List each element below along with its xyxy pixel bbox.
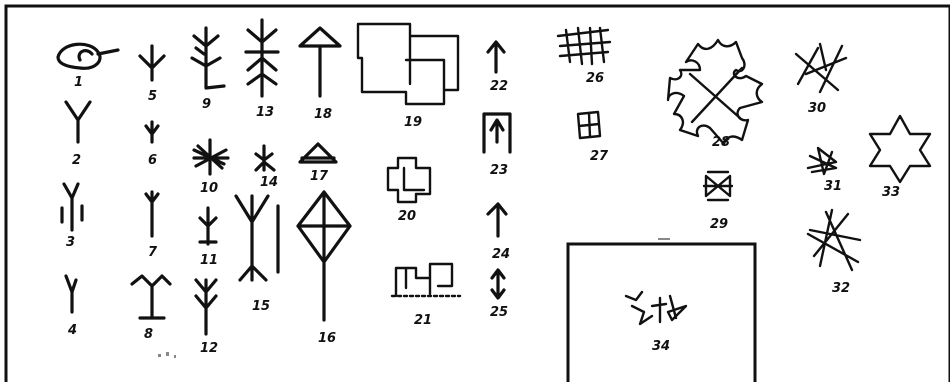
glyph-20	[386, 156, 432, 204]
label-24: 24	[492, 247, 510, 262]
label-19: 19	[404, 115, 422, 130]
glyph-34	[624, 290, 688, 326]
glyph-4	[64, 274, 78, 314]
label-28: 28	[712, 135, 730, 150]
label-5: 5	[148, 89, 157, 104]
label-9: 9	[202, 97, 211, 112]
label-31: 31	[824, 179, 842, 194]
glyph-19	[356, 22, 460, 106]
label-29: 29	[710, 217, 728, 232]
label-15: 15	[252, 299, 270, 314]
glyph-24	[486, 202, 508, 238]
glyph-17	[298, 142, 338, 164]
label-4: 4	[67, 323, 77, 338]
label-17: 17	[310, 169, 329, 184]
speck-4	[658, 238, 670, 240]
label-14: 14	[260, 175, 278, 190]
glyph-30	[794, 42, 848, 94]
label-11: 11	[200, 253, 218, 268]
glyph-22	[486, 40, 506, 74]
inset-frame	[566, 242, 757, 382]
glyph-8	[130, 274, 172, 320]
glyph-5	[138, 44, 166, 82]
glyph-13	[244, 18, 280, 98]
label-32: 32	[832, 281, 850, 296]
label-2: 2	[72, 153, 81, 168]
glyph-15	[234, 194, 280, 282]
label-33: 33	[882, 185, 900, 200]
speck-3	[174, 355, 176, 358]
label-20: 20	[398, 209, 416, 224]
glyph-11	[198, 206, 218, 246]
glyph-14	[254, 144, 276, 172]
glyph-32	[806, 208, 862, 272]
label-34: 34	[652, 339, 670, 354]
speck-2	[166, 352, 169, 356]
label-3: 3	[66, 235, 75, 250]
label-18-top: 18	[314, 107, 332, 122]
label-25: 25	[490, 305, 508, 320]
glyph-1	[56, 42, 120, 70]
glyph-7	[144, 190, 160, 238]
label-22: 22	[490, 79, 508, 94]
label-6: 6	[148, 153, 157, 168]
label-1: 1	[74, 75, 83, 90]
label-10: 10	[200, 181, 218, 196]
glyph-26	[556, 26, 612, 66]
glyph-6	[144, 120, 160, 144]
glyph-21	[390, 262, 462, 298]
label-12: 12	[200, 341, 218, 356]
glyph-28	[666, 38, 764, 146]
label-30: 30	[808, 101, 826, 116]
glyph-12	[194, 278, 218, 336]
label-16: 16	[318, 331, 336, 346]
glyph-25	[490, 268, 506, 300]
label-26: 26	[586, 71, 604, 86]
glyph-10	[192, 138, 230, 176]
glyph-16	[296, 190, 352, 322]
glyph-27	[576, 110, 602, 140]
glyph-18-top	[298, 26, 342, 98]
speck-1	[158, 354, 161, 357]
label-27: 27	[590, 149, 609, 164]
label-13: 13	[256, 105, 274, 120]
glyph-23	[482, 112, 512, 154]
label-8: 8	[144, 327, 153, 342]
glyph-9	[190, 26, 226, 90]
glyph-29	[702, 170, 734, 202]
label-23: 23	[490, 163, 508, 178]
label-21: 21	[414, 313, 432, 328]
label-7: 7	[148, 245, 158, 260]
outer-frame	[4, 4, 950, 382]
glyph-33	[868, 114, 932, 184]
glyph-31	[806, 146, 838, 176]
glyph-2	[64, 100, 92, 144]
glyph-3	[60, 182, 84, 232]
